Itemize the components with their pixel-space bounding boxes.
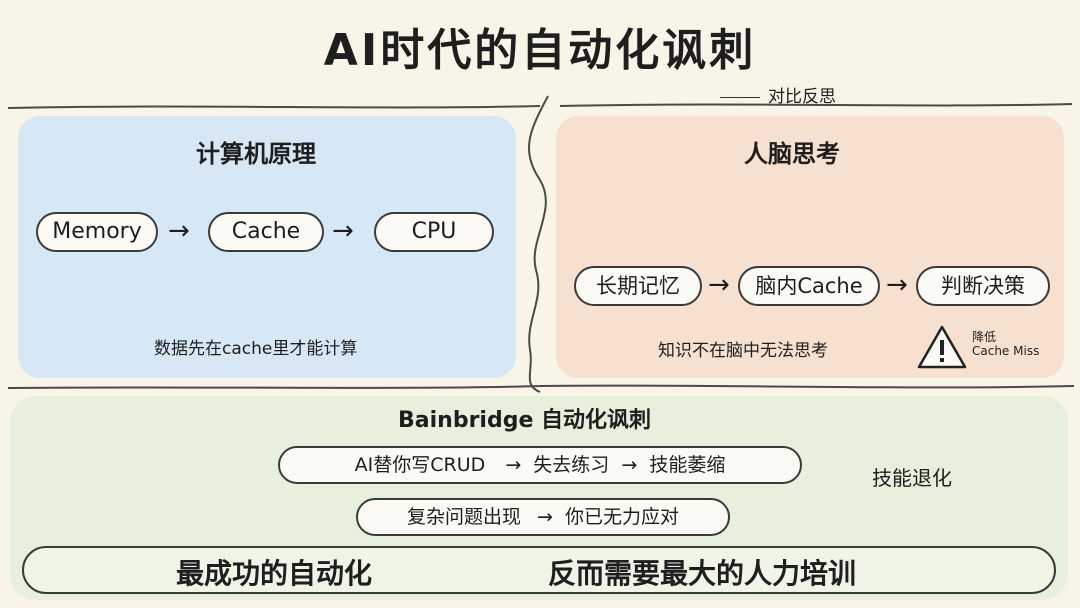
skill-degradation-label: 技能退化 — [872, 466, 952, 490]
arrow-memory-cache: → — [168, 216, 190, 246]
warning-line-2: Cache Miss — [972, 344, 1040, 358]
chain-1-arrow-1: → — [505, 454, 522, 476]
warning-label: 降低 Cache Miss — [972, 330, 1039, 358]
chain-1-step-3: 技能萎缩 — [649, 454, 726, 476]
arrow-brain-cache-decision: → — [886, 270, 908, 300]
subtitle-text: 对比反思 — [768, 87, 836, 107]
dash-mark — [720, 96, 760, 98]
chain-1: AI替你写CRUD → 失去练习 → 技能萎缩 — [278, 446, 802, 484]
memory-node: Memory — [36, 212, 158, 252]
conclusion-left: 最成功的自动化 — [176, 557, 373, 590]
arrow-cache-cpu: → — [332, 216, 354, 246]
chain-2-arrow: → — [537, 506, 553, 528]
brain-panel-title: 人脑思考 — [744, 140, 840, 168]
bainbridge-title: Bainbridge 自动化讽刺 — [398, 408, 652, 433]
chain-1-arrow-2: → — [621, 454, 638, 476]
brain-note: 知识不在脑中无法思考 — [658, 341, 828, 361]
chain-1-step-2: 失去练习 — [533, 454, 610, 476]
chain-1-start: AI替你写CRUD — [354, 454, 486, 476]
chain-2-step-2: 你已无力应对 — [565, 506, 680, 528]
long-term-memory-node: 长期记忆 — [574, 266, 702, 306]
cache-node: Cache — [208, 212, 324, 252]
conclusion-right: 反而需要最大的人力培训 — [548, 557, 857, 590]
warning-icon — [917, 325, 967, 369]
arrow-memory-brain-cache: → — [708, 270, 730, 300]
cpu-node: CPU — [374, 212, 494, 252]
computer-note: 数据先在cache里才能计算 — [154, 339, 358, 359]
conclusion-pill — [22, 546, 1056, 594]
computer-panel-title: 计算机原理 — [196, 140, 316, 168]
decision-node: 判断决策 — [916, 266, 1050, 306]
page-subtitle: 对比反思 — [720, 82, 836, 107]
chain-2-start: 复杂问题出现 — [406, 506, 521, 528]
warning-line-1: 降低 — [972, 330, 997, 344]
chain-2: 复杂问题出现 → 你已无力应对 — [356, 498, 730, 536]
brain-panel — [556, 116, 1064, 378]
page-title: AI时代的自动化讽刺 — [323, 25, 757, 76]
brain-cache-node: 脑内Cache — [738, 266, 880, 306]
